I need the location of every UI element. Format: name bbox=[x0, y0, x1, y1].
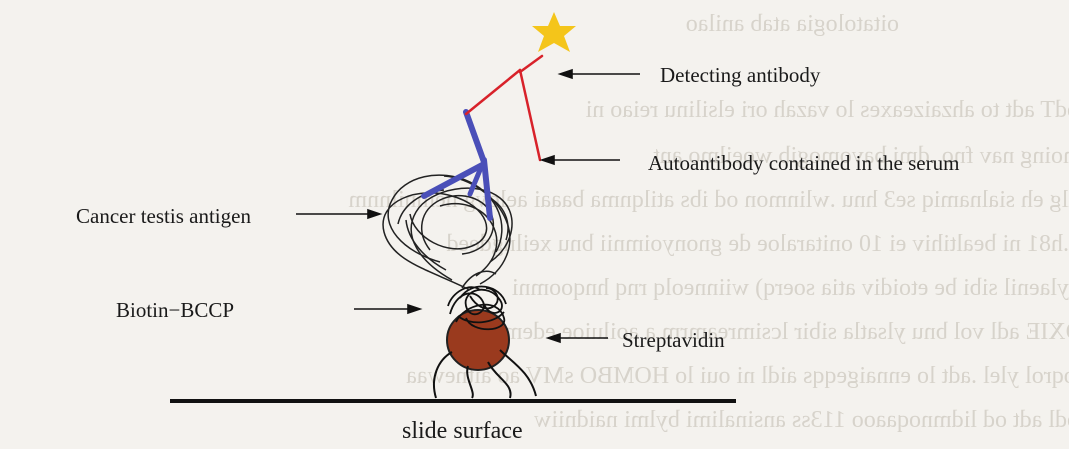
label-streptavidin: Streptavidin bbox=[622, 328, 725, 353]
label-slide-surface: slide surface bbox=[402, 418, 523, 445]
label-cancer-testis-antigen: Cancer testis antigen bbox=[76, 204, 251, 229]
label-biotin-bccp: Biotin−BCCP bbox=[116, 298, 234, 323]
label-autoantibody: Autoantibody contained in the serum bbox=[648, 151, 959, 176]
cancer-testis-antigen bbox=[383, 175, 512, 290]
star-marker bbox=[532, 12, 576, 52]
streptavidin-ball bbox=[447, 310, 509, 370]
label-detecting-antibody: Detecting antibody bbox=[660, 63, 820, 88]
